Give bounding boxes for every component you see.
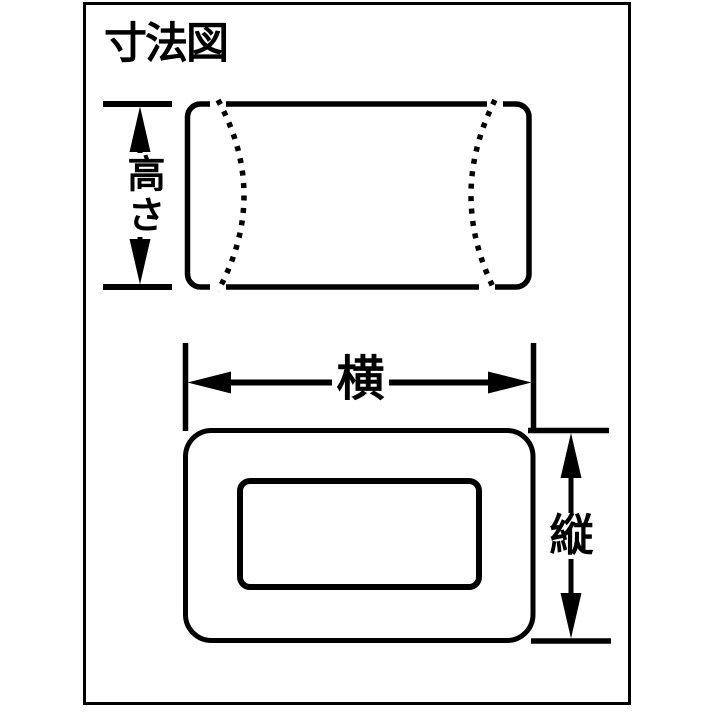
height-arrow-up-icon — [129, 106, 151, 152]
width-dimension-label: 横 — [332, 354, 389, 404]
depth-arrow-up-icon — [560, 433, 582, 478]
depth-arrow-down-icon — [560, 593, 582, 639]
top-view — [183, 428, 536, 643]
frame-border — [83, 2, 631, 705]
depth-dimension — [528, 427, 611, 644]
side-view-hidden-edge-right — [468, 98, 498, 293]
side-view-outline — [184, 101, 532, 290]
height-arrow-down-icon — [129, 239, 151, 285]
diagram-title: 寸法図 — [104, 19, 229, 69]
top-view-opening-outline — [237, 478, 482, 590]
width-arrow-right-icon — [488, 371, 532, 394]
width-arrow-left-icon — [187, 371, 231, 394]
top-view-outer-outline — [183, 428, 536, 643]
depth-dimension-label: 縦 — [544, 512, 599, 560]
height-dimension-label: 高さ — [118, 153, 165, 237]
side-view — [184, 97, 532, 294]
side-view-hidden-edge-left — [215, 98, 247, 293]
